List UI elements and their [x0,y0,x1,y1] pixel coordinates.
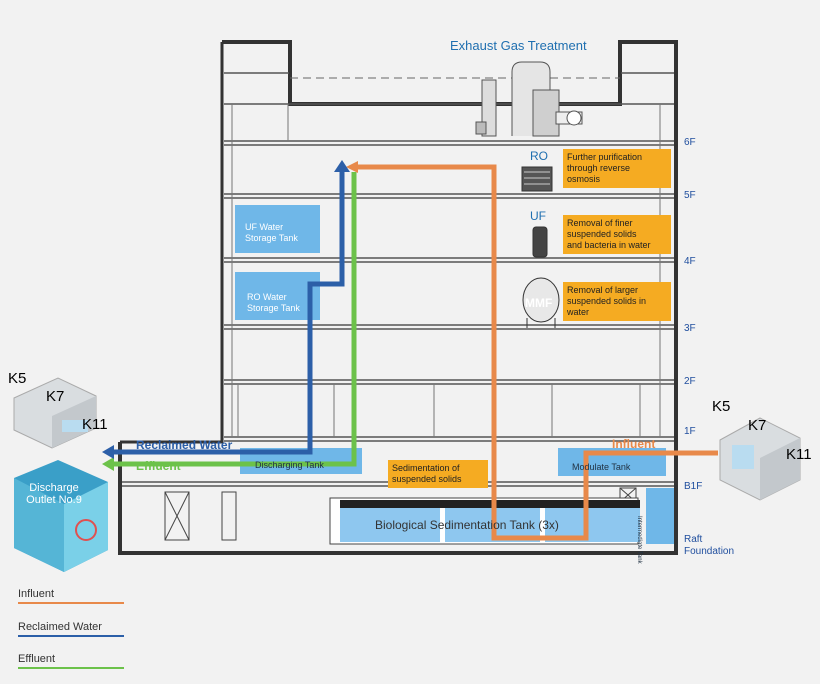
sedimentation-note-line: suspended solids [392,474,462,484]
reclaimed-water-label: Reclaimed Water [136,438,233,452]
legend-swatch-effluent [18,667,124,669]
floor-label-2f: 2F [684,376,696,387]
mmf-note-line: suspended solids in [567,296,647,306]
ro-label: RO [530,149,548,163]
reclaimed-line [110,167,345,455]
uf-note-line: and bacteria in water [567,240,651,250]
left-building-k7: K7 [46,388,65,405]
floor-label-4f: 4F [684,256,696,267]
ro-note: Further purification through reverse osm… [563,149,671,188]
outlet-label-line: Outlet No.9 [26,494,82,506]
mmf-note: Removal of larger suspended solids in wa… [563,282,671,321]
legend-swatch-reclaimed [18,635,124,637]
flow-lines [110,164,718,541]
mmf-note-line: Removal of larger [567,285,639,295]
right-building-k11: K11 [786,446,812,463]
uf-label: UF [530,209,546,223]
ro-note-line: Further purification [567,152,643,162]
tank-label-line: Storage Tank [247,303,300,313]
effluent-arrowhead [102,457,114,471]
discharge-outlet-label: Discharge Outlet No.9 [26,482,82,506]
building-frame [118,40,678,555]
floor-label-1f: 1F [684,426,696,437]
left-building-k5: K5 [8,370,27,387]
uf-note: Removal of finer suspended solids and ba… [563,215,671,254]
sedimentation-note: Sedimentation of suspended solids [388,460,488,488]
flow-arrowheads [102,160,358,471]
uf-storage-tank-label: UF Water Storage Tank [245,222,298,244]
ro-note-line: through reverse [567,163,631,173]
outlet-label-line: Discharge [29,482,79,494]
ro-note-line: osmosis [567,174,601,184]
process-equipment [521,166,560,328]
discharging-tank-label: Discharging Tank [255,460,324,470]
biological-tank-label: Biological Sedimentation Tank (3x) [375,518,559,532]
effluent-label: Effluent [136,459,181,473]
legend-swatch-influent [18,602,124,604]
floor-label-3f: 3F [684,323,696,334]
sedimentation-note-line: Sedimentation of [392,463,460,473]
effluent-line [110,172,357,467]
left-buildings [13,377,108,572]
legend-label-influent: Influent [18,588,55,600]
tank-label-line: UF Water [245,222,284,232]
mmf-note-line: water [567,307,590,317]
diagram-title: Exhaust Gas Treatment [450,38,587,53]
floor-label-5f: 5F [684,190,696,201]
intermediate-tank-label: Intermediate Tank [636,516,642,564]
tank-label-line: RO Water [247,292,287,302]
influent-arrowhead [346,161,358,173]
floor-label-raft: Raft [684,534,703,545]
legend-label-reclaimed: Reclaimed Water [18,621,102,633]
floor-label-foundation: Foundation [684,546,735,557]
right-building-k7: K7 [748,417,767,434]
influent-line [354,164,718,541]
tank-label-line: Storage Tank [245,233,298,243]
right-building [719,417,801,501]
left-building-k11: K11 [82,416,108,433]
modulate-tank-label: Modulate Tank [572,462,631,472]
junction-arrowhead [334,160,350,172]
floor-slabs [122,72,674,487]
exhaust-equipment [475,61,583,137]
uf-note-line: Removal of finer [567,218,633,228]
legend-label-effluent: Effluent [18,653,56,665]
mmf-label: MMF [525,296,553,310]
right-building-k5: K5 [712,398,731,415]
floor-label-6f: 6F [684,137,696,148]
floor-label-b1f: B1F [684,481,703,492]
uf-note-line: suspended solids [567,229,637,239]
ro-storage-tank-label: RO Water Storage Tank [247,292,300,314]
influent-label: Influent [612,437,656,451]
reclaimed-arrowhead [102,445,114,459]
